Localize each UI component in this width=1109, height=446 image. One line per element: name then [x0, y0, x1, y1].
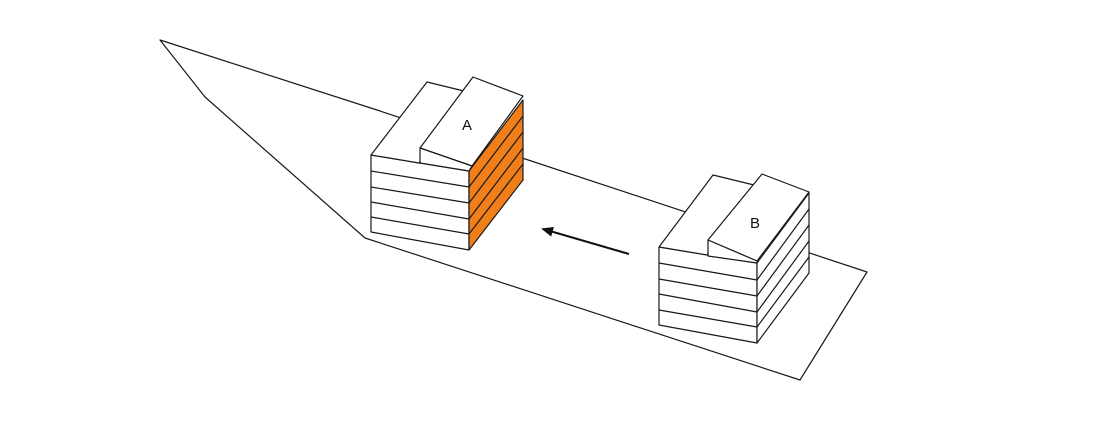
- building-b-side-floor-lines: [756, 208, 810, 328]
- building-a-label: A: [462, 117, 472, 134]
- building-b-side-face: [756, 192, 810, 344]
- building-b-label: B: [750, 215, 760, 232]
- site-plot-outline: [159, 39, 868, 381]
- building-a-upper-block-front: [419, 147, 473, 172]
- building-b-upper-block-front: [707, 239, 758, 264]
- building-b: B: [658, 173, 810, 344]
- building-a-floor-lines: [370, 170, 470, 235]
- building-a-facade-floor-lines: [468, 115, 524, 235]
- building-a-highlighted-facade: [468, 99, 524, 251]
- building-a: A: [370, 76, 524, 251]
- movement-arrow: [541, 226, 630, 255]
- building-b-floor-lines: [658, 262, 758, 328]
- building-a-front-face: [370, 154, 470, 251]
